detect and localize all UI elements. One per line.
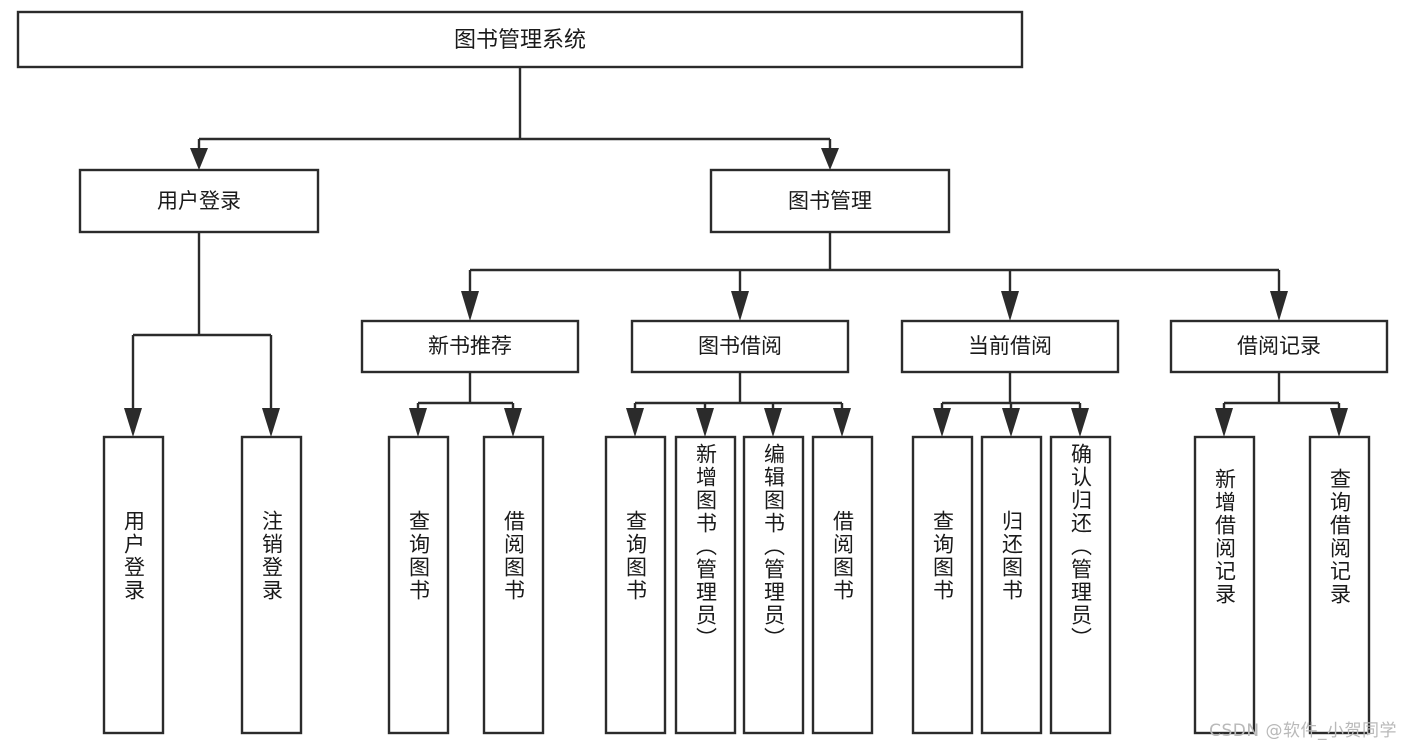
leaf-user-login-box[interactable] [102, 435, 165, 735]
arrowhead-book-borrow [731, 291, 749, 321]
leaf-confirm-return-admin-box[interactable] [1049, 435, 1112, 735]
arrowhead-current-borrow [1001, 291, 1019, 321]
arrowhead-leaf-return-book [1002, 408, 1020, 437]
leaf-add-book-admin-box[interactable] [674, 435, 737, 735]
node-root-label: 图书管理系统 [454, 28, 586, 53]
node-borrow-record-box[interactable] [1169, 319, 1389, 374]
node-book-borrow-label: 图书借阅 [698, 334, 782, 358]
arrowhead-leaf-query-book-2 [626, 408, 644, 437]
arrowhead-leaf-edit-book-admin [764, 408, 782, 437]
leaf-query-borrow-record-box[interactable] [1308, 435, 1371, 735]
leaf-borrow-book-1-box[interactable] [482, 435, 545, 735]
node-book-manage-label: 图书管理 [788, 189, 872, 213]
node-current-borrow-label: 当前借阅 [968, 334, 1052, 358]
node-current-borrow-box[interactable] [900, 319, 1120, 374]
leaf-query-book-1-box[interactable] [387, 435, 450, 735]
csdn-watermark: CSDN @软件_小贺同学 [1209, 721, 1397, 741]
arrowhead-leaf-add-borrow-record [1215, 408, 1233, 437]
arrowhead-leaf-query-borrow-record [1330, 408, 1348, 437]
arrowhead-leaf-add-book-admin [696, 408, 714, 437]
connector-group [124, 67, 1348, 437]
node-new-book-recommend-box[interactable] [360, 319, 580, 374]
arrowhead-leaf-query-book-1 [409, 408, 427, 437]
arrowhead-leaf-user-login [124, 408, 142, 437]
leaf-edit-book-admin-box[interactable] [742, 435, 805, 735]
arrowhead-leaf-logout-login [262, 408, 280, 437]
arrowhead-leaf-query-book-3 [933, 408, 951, 437]
node-book-borrow-box[interactable] [630, 319, 850, 374]
node-book-manage-box[interactable] [709, 168, 951, 234]
arrowhead-new-book-recommend [461, 291, 479, 321]
arrowhead-leaf-borrow-book-1 [504, 408, 522, 437]
leaf-borrow-book-2-box[interactable] [811, 435, 874, 735]
node-borrow-record-label: 借阅记录 [1237, 334, 1321, 358]
arrowhead-leaf-borrow-book-2 [833, 408, 851, 437]
leaf-query-book-3-box[interactable] [911, 435, 974, 735]
leaf-box-group [102, 435, 1371, 735]
arrowhead-user-login [190, 148, 208, 170]
leaf-query-book-2-box[interactable] [604, 435, 667, 735]
node-new-book-recommend-label: 新书推荐 [428, 334, 512, 358]
node-root-box[interactable] [16, 10, 1024, 69]
node-user-login-label: 用户登录 [157, 189, 241, 213]
arrowhead-borrow-record [1270, 291, 1288, 321]
node-root[interactable]: 图书管理系统 [16, 10, 1024, 69]
node-borrow-record[interactable]: 借阅记录 [1169, 319, 1389, 374]
node-current-borrow[interactable]: 当前借阅 [900, 319, 1120, 374]
node-book-borrow[interactable]: 图书借阅 [630, 319, 850, 374]
node-new-book-recommend[interactable]: 新书推荐 [360, 319, 580, 374]
arrowhead-book-manage [821, 148, 839, 170]
leaf-return-book-box[interactable] [980, 435, 1043, 735]
leaf-logout-login-box[interactable] [240, 435, 303, 735]
leaf-add-borrow-record-box[interactable] [1193, 435, 1256, 735]
node-book-manage[interactable]: 图书管理 [709, 168, 951, 234]
arrowhead-leaf-confirm-return-admin [1071, 408, 1089, 437]
node-user-login-box[interactable] [78, 168, 320, 234]
node-user-login[interactable]: 用户登录 [78, 168, 320, 234]
